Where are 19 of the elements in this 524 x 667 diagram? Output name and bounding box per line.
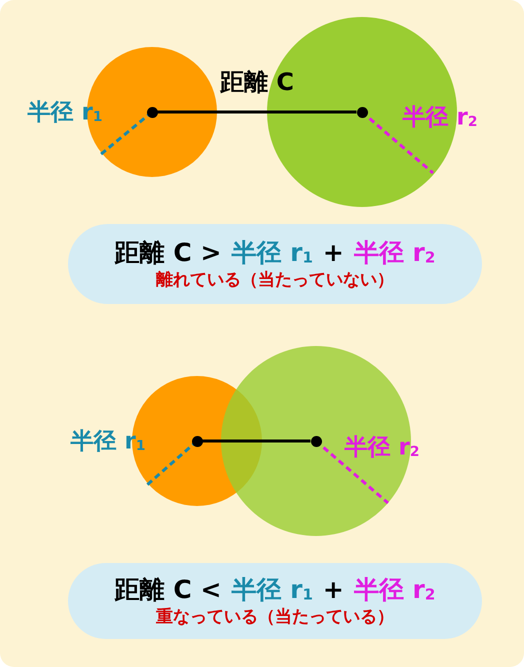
distance-line [158,110,356,114]
formula-term: 半径 r$_{1}$ [231,236,313,269]
formula-term: 距離 C > [114,236,222,269]
center-dot [146,106,158,118]
radius-label: 半径 r$_{2}$ [344,434,420,462]
formula-term: 半径 r$_{1}$ [231,574,313,606]
center-dot [192,436,202,446]
result-note: 離れている（当たっていない） [155,269,395,292]
center-dot [310,436,322,446]
radius-label: 半径 r$_{2}$ [402,104,478,132]
edge-label: 距離 C [220,67,294,98]
result-note: 重なっている（当たっている） [155,606,395,628]
center-dot [356,106,368,118]
formula-term: 半径 r$_{2}$ [354,574,436,606]
distance-line [202,440,310,442]
formula-term: + [322,236,344,269]
formula-term: + [322,574,344,606]
formula-term: 半径 r$_{2}$ [354,236,436,269]
formula-term: 距離 C < [114,574,222,606]
